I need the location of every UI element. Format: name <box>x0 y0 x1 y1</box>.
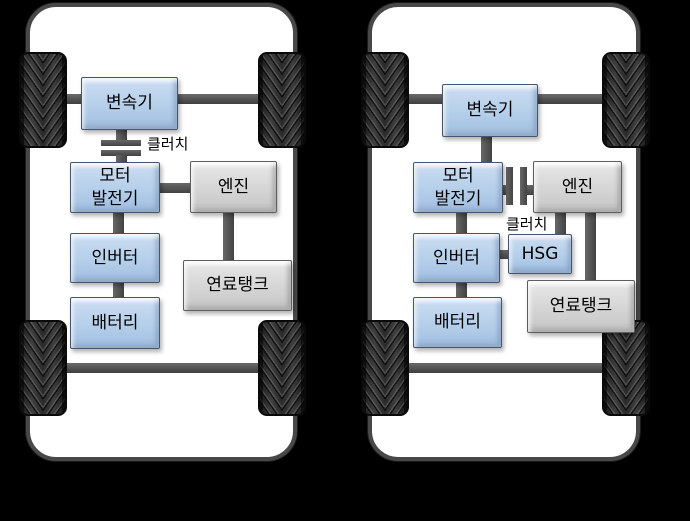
battery-label: 배터리 <box>434 312 481 333</box>
inverter-label: 인버터 <box>91 247 139 268</box>
transmission-box: 변속기 <box>442 84 538 137</box>
link-engine-fueltank <box>223 211 234 262</box>
motor-generator-label-line2: 발전기 <box>91 188 139 209</box>
fuel-tank-label: 연료탱크 <box>206 275 269 296</box>
motor-generator-label-line1: 모터 <box>442 166 474 187</box>
rear-axle <box>60 363 268 373</box>
motor-generator-box: 모터 발전기 <box>413 162 503 213</box>
clutch-symbol <box>101 150 141 156</box>
link-inverter-hsg <box>498 250 510 259</box>
hsg-box: HSG <box>508 234 572 274</box>
tire-front-right <box>258 52 306 148</box>
fuel-tank-box: 연료탱크 <box>183 260 292 311</box>
engine-box: 엔진 <box>533 161 622 213</box>
link-inverter-battery <box>113 281 124 299</box>
tire-front-right <box>602 52 650 148</box>
engine-box: 엔진 <box>190 161 277 213</box>
clutch-label: 클러치 <box>506 215 548 233</box>
inverter-box: 인버터 <box>70 233 160 283</box>
link-motor-inverter <box>113 211 124 235</box>
motor-generator-box: 모터 발전기 <box>70 162 160 213</box>
motor-generator-label-line2: 발전기 <box>434 188 482 209</box>
shaft-motor-to-clutch <box>501 185 508 195</box>
hsg-label: HSG <box>521 243 559 264</box>
clutch-symbol <box>506 167 513 205</box>
tire-rear-right <box>258 320 306 416</box>
clutch-symbol <box>101 140 141 146</box>
battery-label: 배터리 <box>91 312 139 333</box>
engine-label: 엔진 <box>217 176 250 197</box>
link-engine-fueltank <box>585 211 596 282</box>
transmission-label: 변속기 <box>466 100 514 121</box>
inverter-box: 인버터 <box>413 233 500 283</box>
link-engine-hsg <box>555 211 566 236</box>
tire-rear-left <box>361 320 409 416</box>
inverter-label: 인버터 <box>433 247 480 268</box>
shaft-clutch-to-engine <box>527 185 535 195</box>
motor-generator-label-line1: 모터 <box>99 166 131 187</box>
transmission-label: 변속기 <box>106 93 153 114</box>
battery-box: 배터리 <box>70 297 160 349</box>
shaft-clutch-to-motor <box>116 155 127 164</box>
link-inverter-battery <box>456 281 467 299</box>
clutch-symbol <box>520 167 527 205</box>
shaft-transmission-to-motor <box>481 135 492 164</box>
fuel-tank-label: 연료탱크 <box>549 296 613 317</box>
engine-label: 엔진 <box>561 176 594 197</box>
link-motor-engine <box>158 183 192 193</box>
tire-rear-left <box>19 320 67 416</box>
link-motor-inverter <box>456 211 467 235</box>
tire-front-left <box>361 52 409 148</box>
clutch-label: 클러치 <box>147 135 189 153</box>
fuel-tank-box: 연료탱크 <box>527 280 635 333</box>
tire-front-left <box>19 52 67 148</box>
shaft-transmission-to-clutch <box>116 128 127 141</box>
tire-rear-right <box>602 320 650 416</box>
rear-axle <box>400 363 612 373</box>
battery-box: 배터리 <box>413 297 502 348</box>
transmission-box: 변속기 <box>81 77 178 130</box>
